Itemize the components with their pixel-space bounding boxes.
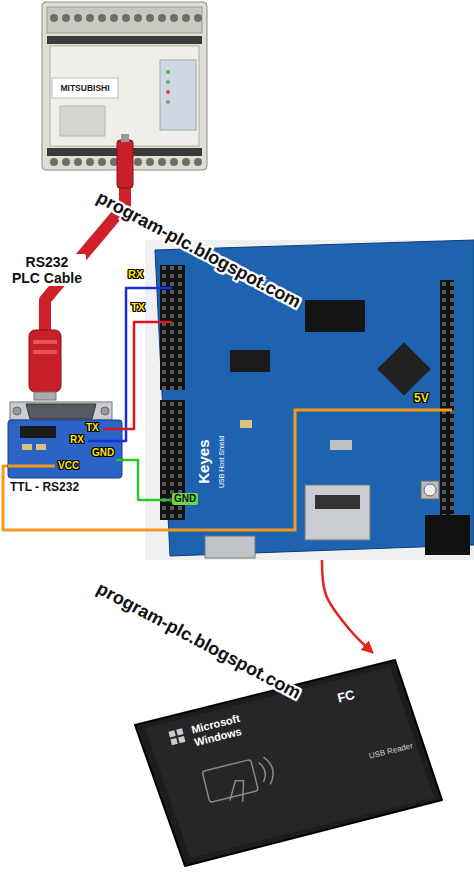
arduino-usb-host-shield: [330, 440, 352, 450]
fc-mark: FC: [336, 688, 356, 707]
cable-label: RS232 PLC Cable: [8, 254, 86, 286]
usb-rfid-reader: [135, 660, 442, 866]
usb-rfid-reader: [168, 730, 175, 737]
watermark: program-plc.blogspot.com: [93, 187, 304, 312]
plc-drawing: [52, 78, 118, 98]
cable-plugs: [121, 134, 129, 142]
usb-rfid-reader: [145, 667, 434, 858]
arduino-usb-host-shield: [205, 536, 255, 558]
ttl-rs232-module: [116, 459, 122, 462]
arduino-usb-host-shield: [377, 342, 431, 396]
plc-drawing: [47, 14, 202, 26]
ttl-rs232-module: [13, 407, 21, 415]
arduino-usb-host-shield: [155, 240, 474, 556]
arduino-usb-host-shield: [230, 350, 270, 372]
tx-wire: [122, 322, 145, 429]
plc-drawing: [160, 60, 196, 130]
ttl-rs232-module: [20, 426, 56, 438]
board-brand: Keyes: [195, 440, 212, 484]
usb-reader: Microsoft Windows FC USB Reader: [128, 652, 446, 868]
gnd-wire: [122, 460, 145, 500]
plc-drawing: [47, 36, 202, 44]
arduino-usb-host-shield: [160, 265, 185, 390]
usb-host-shield: Keyes USB Host Shield: [145, 240, 474, 560]
arduino-usb-host-shield: [145, 287, 172, 290]
cable-plugs: [33, 350, 57, 354]
arduino-usb-host-shield: [421, 481, 439, 499]
arduino-usb-host-shield: [160, 400, 185, 520]
arduino-usb-host-shield: [145, 240, 474, 560]
ttl-rs232-module: TTL - RS232: [8, 400, 122, 478]
plc-drawing: [166, 80, 170, 84]
plc-drawing: [47, 7, 202, 33]
ttl-rs232-module: [103, 428, 122, 431]
cable-plugs: [29, 330, 61, 392]
arduino-usb-host-shield: [145, 410, 452, 530]
pin-label: RX: [128, 268, 143, 281]
reader-label: USB Reader: [368, 741, 414, 761]
ttl-rs232-module: [26, 404, 96, 419]
usb-rfid-reader: [168, 728, 185, 745]
usb-rfid-reader: [263, 756, 276, 785]
arduino-usb-host-shield: [240, 420, 252, 428]
arduino-usb-host-shield: [440, 280, 454, 520]
arduino-usb-host-shield: [160, 265, 185, 390]
arduino-usb-host-shield: [160, 400, 185, 520]
rx-wire: [122, 288, 145, 441]
usb-rfid-reader: [226, 779, 249, 805]
cable-plugs: [33, 340, 57, 344]
watermark: program-plc.blogspot.com: [93, 578, 304, 703]
arduino-usb-host-shield: [305, 300, 365, 332]
cable-plugs: [117, 140, 133, 188]
usb-arrow: [322, 560, 372, 652]
ttl-rs232-module: [36, 444, 46, 450]
usb-rfid-reader: [202, 755, 278, 810]
usb-rfid-reader: [135, 660, 442, 866]
pin-label: GND: [92, 447, 114, 459]
arduino-usb-host-shield: [145, 499, 170, 502]
cable-plugs: [29, 134, 133, 400]
pin-label: TX: [86, 422, 99, 434]
module-heading: TTL - RS232: [10, 481, 79, 495]
ttl-rs232-module: [8, 465, 55, 468]
ttl-rs232-module: [10, 402, 112, 420]
arduino-usb-host-shield: [315, 495, 360, 509]
plc-drawing: [50, 46, 199, 146]
ttl-rs232-module: [22, 444, 32, 450]
pin-label: RX: [70, 434, 84, 446]
plc-drawing: [166, 70, 170, 74]
ttl-rs232-module: [88, 440, 122, 443]
plc-drawing: [166, 90, 170, 94]
windows-logo-text: Microsoft Windows: [190, 709, 256, 749]
cable-plugs: [34, 392, 56, 400]
ttl-rs232-module: [101, 407, 109, 415]
plc-drawing: [166, 100, 170, 104]
usb-rfid-reader: [176, 728, 183, 735]
ttl-rs232-module: [8, 420, 122, 478]
arduino-usb-host-shield: [424, 484, 436, 496]
arduino-usb-host-shield: [145, 321, 172, 324]
pin-label: 5V: [414, 392, 429, 406]
arduino-usb-host-shield: [305, 485, 370, 540]
pin-label: TX: [131, 301, 145, 314]
usb-rfid-reader: [178, 736, 185, 743]
pin-label: VCC: [58, 460, 79, 472]
usb-rfid-reader: [170, 738, 177, 745]
arduino-usb-host-shield: [145, 240, 474, 560]
arduino-usb-host-shield: [425, 515, 470, 555]
usb-rfid-reader: [202, 759, 258, 802]
usb-rfid-reader: [259, 762, 268, 782]
plc-unit: MITSUBISHI: [42, 2, 207, 170]
ttl-rs232-module: [8, 402, 122, 478]
pin-label: GND: [172, 493, 198, 505]
arduino-usb-host-shield: [440, 280, 454, 520]
brand-label: MITSUBISHI: [52, 84, 118, 94]
plc-drawing: [60, 106, 105, 136]
board-name: USB Host Shield: [218, 436, 226, 488]
